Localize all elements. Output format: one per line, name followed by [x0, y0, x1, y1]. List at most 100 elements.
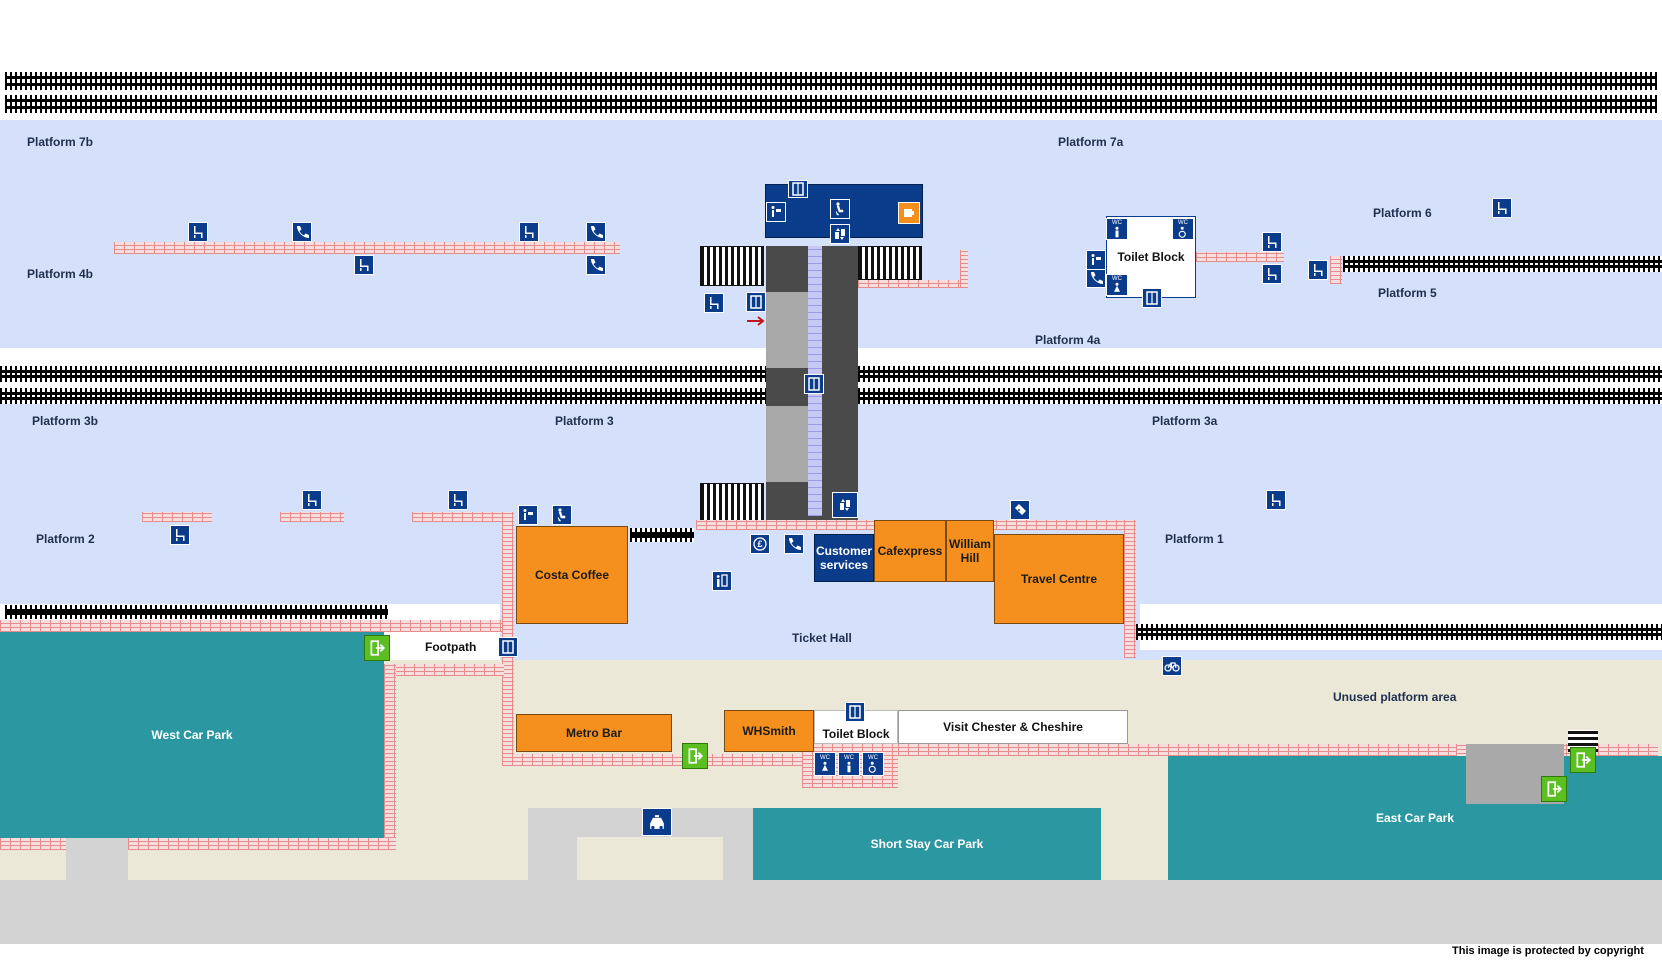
- telephone-icon: [586, 222, 606, 242]
- wc-female-icon: WC: [1106, 274, 1128, 296]
- east-car-park: East Car Park: [1168, 756, 1662, 880]
- wc-label: WC: [868, 755, 878, 761]
- east-car-park-label: East Car Park: [1375, 811, 1455, 825]
- track-stub: [630, 528, 694, 542]
- fence-west-top: [0, 620, 502, 632]
- william-hill-label: William Hill: [949, 537, 991, 565]
- william-hill[interactable]: William Hill: [946, 520, 994, 582]
- lift-icon: [830, 224, 850, 244]
- platform-7a-label: Platform 7a: [1058, 135, 1124, 149]
- seating-icon: [704, 293, 724, 313]
- platform-3b-label: Platform 3b: [32, 414, 99, 428]
- fence-platform-7b-4b: [114, 242, 620, 254]
- wc-accessible-icon: WC: [862, 752, 884, 776]
- whsmith[interactable]: WHSmith: [724, 710, 814, 752]
- customer-services[interactable]: Customer services: [814, 534, 874, 582]
- help-point-icon: [766, 202, 786, 222]
- bicycle-icon: [1162, 656, 1182, 676]
- fence-forecourt: [502, 754, 802, 766]
- metro-bar-label: Metro Bar: [565, 726, 622, 740]
- wc-label: WC: [820, 755, 830, 761]
- exit-icon[interactable]: [682, 743, 708, 769]
- short-stay-car-park: Short Stay Car Park: [753, 808, 1101, 880]
- assistance-icon: [552, 505, 572, 525]
- door-icon: [788, 180, 808, 198]
- wc-accessible-icon: WC: [1172, 218, 1194, 240]
- fence-platform-2-a: [142, 512, 212, 522]
- assistance-icon: [830, 199, 850, 219]
- fence-platform-2-b: [280, 512, 344, 522]
- taxi-icon: [642, 808, 672, 836]
- telephone-icon: [784, 534, 804, 554]
- visit-chester-cheshire[interactable]: Visit Chester & Cheshire: [898, 710, 1128, 744]
- track-4-right: [858, 366, 1662, 382]
- seating-icon: [1262, 232, 1282, 252]
- door-icon: [845, 702, 865, 722]
- seating-icon: [1262, 264, 1282, 284]
- crossing-north-right: [858, 246, 922, 280]
- crossing-north-left: [700, 246, 764, 286]
- wc-label: WC: [844, 755, 854, 761]
- east-stairs: [1568, 730, 1598, 752]
- platform-3-label: Platform 3: [555, 414, 614, 428]
- pound-symbol: £: [757, 539, 763, 549]
- travel-centre[interactable]: Travel Centre: [994, 534, 1124, 624]
- track-7-second: [5, 95, 1657, 113]
- cafexpress[interactable]: Cafexpress: [874, 520, 946, 582]
- metro-bar[interactable]: Metro Bar: [516, 714, 672, 752]
- fence-footbridge-right: [858, 280, 966, 288]
- road: [0, 880, 1662, 944]
- platform-7b-label: Platform 7b: [27, 135, 94, 149]
- west-car-park-entrance: [66, 838, 128, 880]
- costa-coffee[interactable]: Costa Coffee: [516, 526, 628, 624]
- track-4-left: [0, 366, 766, 382]
- platform-5-label: Platform 5: [1378, 286, 1437, 300]
- footbridge-landing-lower: [766, 406, 808, 482]
- visit-chester-cheshire-label: Visit Chester & Cheshire: [943, 720, 1083, 734]
- help-point-icon: [518, 505, 538, 525]
- unused-platform-area-label: Unused platform area: [1333, 690, 1457, 704]
- telephone-icon: [1086, 268, 1106, 288]
- fence-footbridge-right-v: [960, 250, 968, 288]
- exit-icon[interactable]: [1541, 776, 1567, 802]
- costa-coffee-label: Costa Coffee: [534, 568, 609, 582]
- door-icon: [1142, 288, 1162, 308]
- platform-1-label: Platform 1: [1165, 532, 1224, 546]
- direction-arrow-icon: [746, 314, 768, 326]
- fence-west-car-park-bottom-b: [128, 838, 396, 850]
- platform-4a-label: Platform 4a: [1035, 333, 1101, 347]
- footbridge-landing-upper: [766, 292, 808, 368]
- customer-services-label: Customer services: [815, 544, 872, 572]
- seating-icon: [170, 525, 190, 545]
- exit-icon[interactable]: [1570, 747, 1596, 773]
- seating-icon: [354, 255, 374, 275]
- fence-west-car-park-bottom-a: [0, 838, 66, 850]
- seating-icon: [1492, 198, 1512, 218]
- travel-centre-label: Travel Centre: [1020, 572, 1098, 586]
- fence-footpath-bottom: [384, 664, 504, 676]
- fence-platform-2-c: [412, 512, 504, 522]
- exit-icon[interactable]: [364, 635, 390, 661]
- cafe-icon: [898, 202, 920, 224]
- help-point-icon: [1086, 250, 1106, 270]
- track-4-left-second: [0, 388, 766, 404]
- track-5: [1343, 256, 1662, 272]
- seating-icon: [448, 490, 468, 510]
- footpath-label: Footpath: [425, 640, 477, 654]
- wc-male-icon: WC: [1106, 218, 1128, 240]
- fence-platform-5: [1330, 256, 1342, 284]
- cafexpress-label: Cafexpress: [877, 544, 943, 558]
- wc-label: WC: [1112, 276, 1122, 282]
- seating-icon: [519, 222, 539, 242]
- platform-6-label: Platform 6: [1373, 206, 1432, 220]
- seating-icon: [188, 222, 208, 242]
- track-7: [5, 72, 1657, 90]
- west-car-park: West Car Park: [0, 632, 384, 838]
- fence-toilet-block: [1196, 252, 1284, 262]
- door-icon: [746, 292, 766, 312]
- crossing-south-left: [700, 483, 764, 523]
- ticket-hall-label: Ticket Hall: [792, 631, 852, 645]
- wc-label: WC: [1112, 220, 1122, 226]
- short-stay-car-park-label: Short Stay Car Park: [870, 837, 984, 851]
- telephone-icon: [292, 222, 312, 242]
